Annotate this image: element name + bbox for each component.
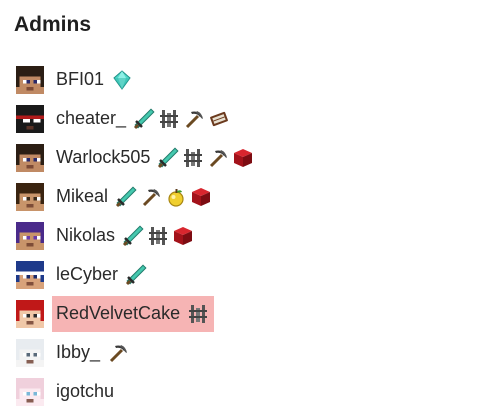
diamond-icon	[111, 69, 133, 91]
redstone-block-icon	[172, 225, 194, 247]
admin-name: BFI01	[56, 69, 105, 89]
redstone-block-icon	[190, 186, 212, 208]
fence-icon	[187, 303, 209, 325]
sword-icon	[125, 263, 147, 286]
avatar	[16, 377, 44, 406]
admin-row: cheater_	[16, 99, 486, 138]
admin-row: igotchu	[16, 372, 486, 411]
redstone-block-icon	[232, 147, 254, 169]
admin-name: Nikolas	[56, 225, 116, 245]
sword-icon	[133, 107, 155, 130]
admin-name: cheater_	[56, 108, 127, 128]
admin-entry: Nikolas	[52, 218, 199, 254]
avatar	[16, 338, 44, 367]
admin-row: Mikeal	[16, 177, 486, 216]
avatar	[16, 299, 44, 328]
fence-icon	[147, 225, 169, 247]
fence-icon	[182, 147, 204, 169]
fence-icon	[158, 108, 180, 130]
admin-name: igotchu	[56, 381, 115, 401]
book-icon	[208, 108, 230, 130]
golden-apple-icon	[165, 186, 187, 208]
admin-entry: cheater_	[52, 101, 235, 137]
admin-row: RedVelvetCake	[16, 294, 486, 333]
admin-entry: igotchu	[52, 374, 123, 410]
pickaxe-icon	[183, 108, 205, 130]
section-title: Admins	[14, 13, 92, 36]
admin-entry: Ibby_	[52, 335, 134, 371]
admin-entry: Mikeal	[52, 179, 217, 215]
admin-row: leCyber	[16, 255, 486, 294]
admin-row: Ibby_	[16, 333, 486, 372]
sword-icon	[122, 224, 144, 247]
admin-name: Mikeal	[56, 186, 109, 206]
pickaxe-icon	[107, 342, 129, 364]
admin-entry: Warlock505	[52, 140, 259, 176]
admin-name: leCyber	[56, 264, 119, 284]
avatar	[16, 260, 44, 289]
sword-icon	[115, 185, 137, 208]
avatar	[16, 104, 44, 133]
admin-entry-highlighted: RedVelvetCake	[52, 295, 215, 332]
avatar	[16, 182, 44, 211]
avatar	[16, 143, 44, 172]
pickaxe-icon	[140, 186, 162, 208]
admin-row: Warlock505	[16, 138, 486, 177]
pickaxe-icon	[207, 147, 229, 169]
admin-row: BFI01	[16, 60, 486, 99]
sword-icon	[157, 146, 179, 169]
admin-entry: BFI01	[52, 62, 138, 98]
avatar	[16, 65, 44, 94]
admin-entry: leCyber	[52, 257, 152, 293]
admin-name: RedVelvetCake	[56, 303, 181, 323]
avatar	[16, 221, 44, 250]
admin-name: Ibby_	[56, 342, 101, 362]
admin-name: Warlock505	[56, 147, 151, 167]
admin-row: Nikolas	[16, 216, 486, 255]
